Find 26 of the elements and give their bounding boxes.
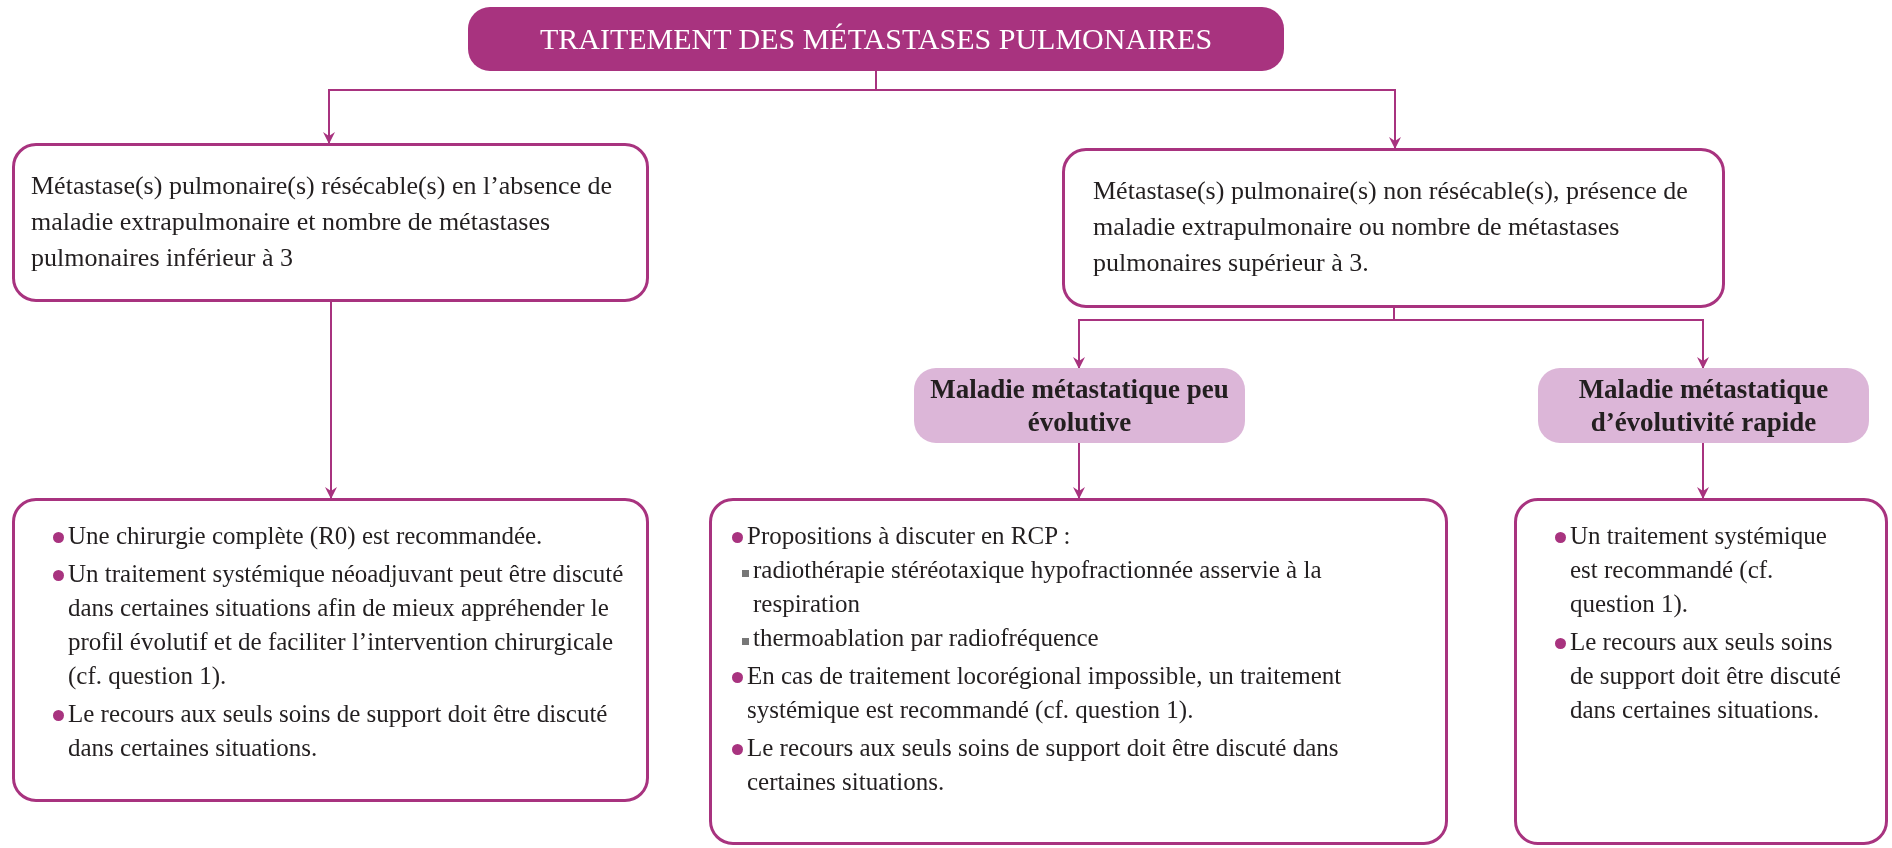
list-item-text: Propositions à discuter en RCP : (747, 521, 1071, 551)
list-item-text: Le recours aux seuls soins de support doit être discuté dans certaines situations. (68, 699, 609, 763)
condition-text: Métastase(s) pulmonaire(s) non résécable(s), présence de maladie extrapulmonaire ou nombre de métastases pulmonaires supérieur à 3. (1093, 175, 1689, 279)
arrow (1073, 442, 1085, 499)
condition-box (1062, 148, 1725, 308)
list-item-text: Une chirurgie complète (R0) est recommandée. (68, 521, 543, 552)
arrow (1393, 307, 1709, 369)
list-item-text: Le recours aux seuls soins de support doit être discuté dans certaines situations. (1570, 627, 1842, 725)
category-label: Maladie métastatique d’évolutivité rapide (1577, 372, 1830, 439)
list-item-text: Un traitement systémique néoadjuvant peut être discuté dans certaines situations afin de mieux appréhender le profil évolutif et de faciliter l’intervention chirurgicale (cf. question 1). (68, 559, 625, 692)
category-box (914, 368, 1245, 443)
arrow (325, 301, 337, 499)
list-item-text: En cas de traitement locorégional impossible, un traitement systémique est recommandé (cf. question 1). (747, 661, 1343, 726)
condition-text: Métastase(s) pulmonaire(s) résécable(s) en l’absence de maladie extrapulmonaire et nombre de métastases pulmonaires inférieur à 3 (31, 170, 614, 274)
list-item-text: Un traitement systémique est recommandé (cf. question 1). (1570, 521, 1828, 620)
list-item-text: Le recours aux seuls soins de support doit être discuté dans certaines situations. (747, 733, 1340, 797)
title-banner (468, 7, 1284, 71)
recommendation-box (12, 498, 649, 802)
list-item-text: thermoablation par radiofréquence (753, 623, 1099, 653)
recommendation-box (709, 498, 1448, 845)
recommendation-box (1514, 498, 1888, 845)
title-text: TRAITEMENT DES MÉTASTASES PULMONAIRES (539, 22, 1213, 56)
category-label: Maladie métastatique peu évolutive (929, 372, 1230, 439)
arrow (1697, 442, 1709, 499)
category-box (1538, 368, 1869, 443)
condition-box (12, 143, 649, 302)
